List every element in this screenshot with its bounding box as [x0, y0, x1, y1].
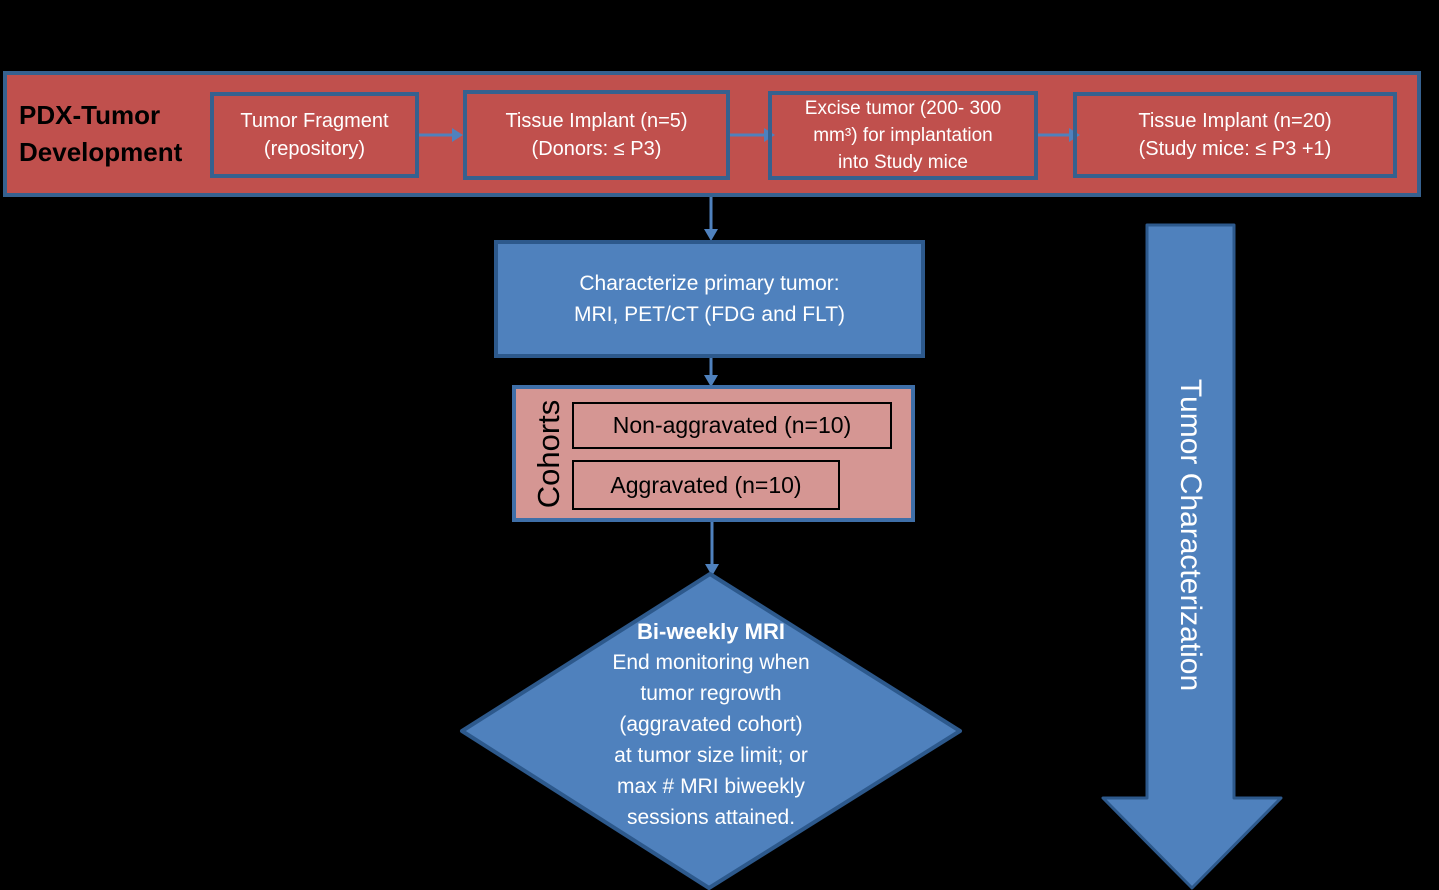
- tissue-implant-n5-box: Tissue Implant (n=5) (Donors: ≤ P3): [463, 90, 730, 180]
- aggravated-cohort-label: Aggravated (n=10): [610, 471, 802, 498]
- arrow-cohorts-to-decision-icon: [705, 522, 719, 576]
- non-aggravated-cohort-label: Non-aggravated (n=10): [612, 412, 852, 438]
- excise-tumor-label: Excise tumor (200- 300 mm³) for implanta…: [804, 98, 1002, 173]
- decision-diamond: Bi-weekly MRI End monitoring when tumor …: [455, 570, 967, 890]
- excise-tumor-box: Excise tumor (200- 300 mm³) for implanta…: [768, 91, 1038, 180]
- banner-title: PDX-Tumor Development: [19, 100, 183, 167]
- decision-body: End monitoring when tumor regrowth (aggr…: [612, 651, 810, 829]
- tissue-implant-n5-label: Tissue Implant (n=5) (Donors: ≤ P3): [505, 110, 688, 160]
- cohorts-title: Cohorts: [531, 399, 566, 509]
- diamond-shape-icon: [460, 572, 962, 890]
- decision-title: Bi-weekly MRI: [637, 619, 785, 644]
- tissue-implant-n20-box: Tissue Implant (n=20) (Study mice: ≤ P3 …: [1073, 92, 1397, 178]
- tissue-implant-n20-label: Tissue Implant (n=20) (Study mice: ≤ P3 …: [1138, 110, 1332, 160]
- characterize-primary-tumor-label: Characterize primary tumor: MRI, PET/CT …: [573, 272, 846, 326]
- cohorts-box: Cohorts Non-aggravated (n=10) Aggravated…: [512, 385, 915, 522]
- tumor-fragment-box: Tumor Fragment (repository): [210, 92, 419, 178]
- aggravated-cohort-box: Aggravated (n=10): [572, 460, 840, 510]
- arrow-fragment-to-implant5-icon: [419, 128, 463, 142]
- arrow-characterize-to-cohorts-icon: [704, 358, 718, 387]
- pdx-development-banner: PDX-Tumor Development Tumor Fragment (re…: [3, 71, 1421, 197]
- tumor-characterization-arrow-icon: [1101, 223, 1283, 890]
- arrow-banner-to-characterize-icon: [704, 197, 718, 241]
- characterize-primary-tumor-box: Characterize primary tumor: MRI, PET/CT …: [494, 240, 925, 358]
- decision-diamond-text: Bi-weekly MRI End monitoring when tumor …: [515, 616, 907, 833]
- non-aggravated-cohort-box: Non-aggravated (n=10): [572, 402, 892, 449]
- tumor-fragment-label: Tumor Fragment (repository): [240, 110, 389, 160]
